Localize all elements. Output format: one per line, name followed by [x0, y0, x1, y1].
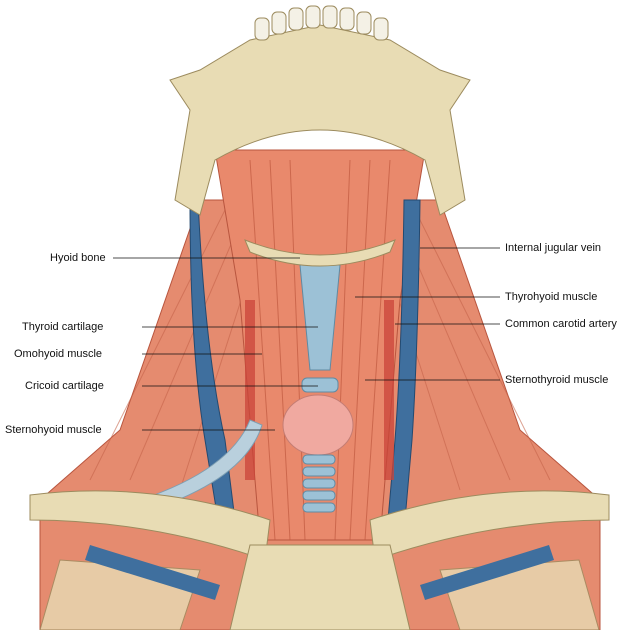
- label-common-carotid-artery: Common carotid artery: [505, 318, 617, 330]
- thyroid-gland: [282, 394, 354, 456]
- label-thyrohyoid-muscle: Thyrohyoid muscle: [505, 291, 598, 303]
- label-omohyoid-muscle: Omohyoid muscle: [14, 348, 103, 360]
- label-sternothyroid-muscle: Sternothyroid muscle: [505, 374, 609, 386]
- common-carotid-artery-left: [245, 300, 255, 480]
- cricoid-cartilage: [301, 377, 339, 393]
- trachea: [302, 454, 336, 513]
- label-sternohyoid-muscle: Sternohyoid muscle: [5, 424, 102, 436]
- label-thyroid-cartilage: Thyroid cartilage: [22, 321, 104, 333]
- subclavian-vein-right: [420, 545, 554, 600]
- label-cricoid-cartilage: Cricoid cartilage: [25, 380, 104, 392]
- subclavian-vein-left: [85, 545, 220, 600]
- label-hyoid-bone: Hyoid bone: [50, 252, 106, 264]
- leader-lines: [113, 247, 500, 431]
- teeth: [254, 5, 389, 41]
- label-internal-jugular-vein: Internal jugular vein: [505, 242, 602, 254]
- hyoid-bone: [244, 239, 396, 267]
- sternum-manubrium: [229, 544, 411, 630]
- common-carotid-artery-right: [384, 300, 394, 480]
